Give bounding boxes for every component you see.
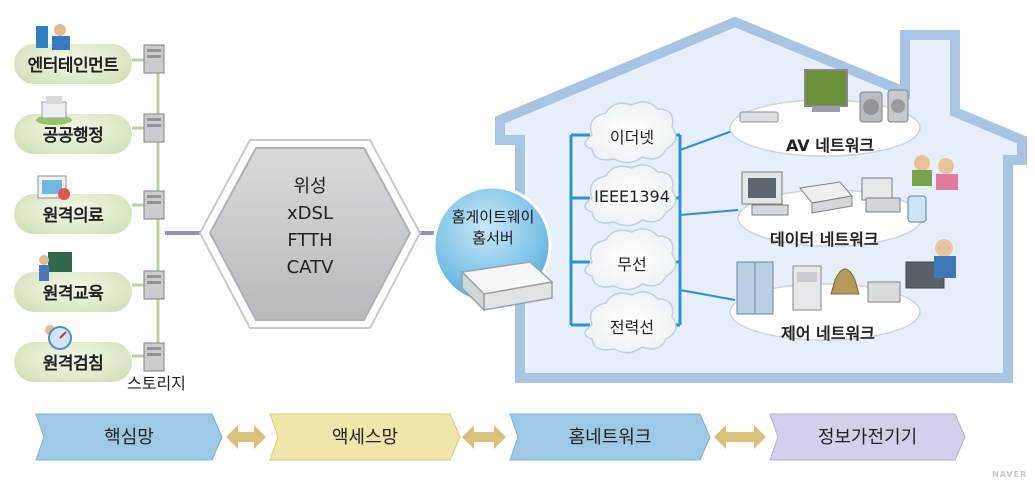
cloud-ethernet (584, 101, 677, 164)
service-label-entertainment: 엔터테인먼트 (27, 56, 119, 76)
teacher-blackboard-icon (34, 250, 74, 284)
storage-server-1 (143, 44, 165, 74)
access-hex-text: 위성 xDSL FTTH CATV (250, 173, 370, 281)
home-server-device (460, 261, 554, 312)
flow-arrow-homenet (509, 413, 711, 461)
storage-server-5 (143, 342, 165, 372)
double-arrow-1 (226, 425, 266, 449)
computer-printer-icon (741, 155, 958, 223)
storage-server-4 (143, 270, 165, 300)
network-label-data: 데이터 네트워크 (770, 230, 879, 249)
media-label-wireless: 무선 (617, 255, 647, 274)
service-pill-entertainment: 엔터테인먼트 (14, 24, 132, 84)
media-label-ethernet: 이더넷 (609, 128, 655, 147)
network-label-control: 제어 네트워크 (781, 324, 875, 343)
flow-label-homenet: 홈네트워크 (568, 427, 652, 448)
flow-item-access: 액세스망 (270, 412, 460, 460)
service-pill-public-admin: 공공행정 (14, 96, 132, 154)
cloud-ieee1394 (584, 164, 677, 227)
access-tech-xdsl: xDSL (287, 203, 333, 224)
service-pill-telemedicine: 원격의료 (14, 175, 132, 234)
cloud-wireless (584, 228, 677, 291)
gateway-text: 홈게이트웨이 홈서버 (438, 207, 548, 249)
network-label-av: AV 네트워크 (786, 136, 875, 155)
cloud-powerline (584, 291, 677, 354)
flow-item-appliance: 정보가전기기 (770, 412, 965, 460)
flow-arrow-access (269, 413, 461, 461)
home-server-label: 홈서버 (472, 229, 514, 247)
access-tech-satellite: 위성 (293, 176, 327, 197)
flow-arrow-core (35, 413, 223, 461)
storage-server-2 (143, 113, 165, 143)
service-label-distance-education: 원격교육 (42, 284, 104, 304)
medical-monitor-icon (34, 172, 74, 206)
government-building-icon (34, 92, 74, 126)
access-tech-catv: CATV (286, 257, 334, 278)
person-at-computer-icon (34, 22, 74, 56)
double-arrow-3 (714, 425, 766, 449)
access-tech-ftth: FTTH (287, 230, 333, 251)
gateway-label: 홈게이트웨이 (451, 208, 535, 226)
media-label-ieee1394: IEEE1394 (594, 187, 670, 206)
meter-gauge-icon (34, 320, 74, 354)
av-equipment-icon (739, 69, 909, 123)
service-label-remote-metering: 원격검침 (42, 354, 104, 374)
storage-label: 스토리지 (127, 374, 186, 393)
service-pill-remote-metering: 원격검침 (14, 325, 132, 382)
flow-item-homenet: 홈네트워크 (510, 412, 710, 460)
home-appliances-icon (736, 239, 956, 315)
flow-arrow-appliance (769, 413, 966, 461)
watermark: NAVER (992, 470, 1028, 479)
service-pill-distance-education: 원격교육 (14, 252, 132, 312)
flow-item-core: 핵심망 (36, 412, 222, 460)
service-label-telemedicine: 원격의료 (42, 206, 104, 226)
flow-label-access: 액세스망 (331, 427, 399, 448)
flow-label-appliance: 정보가전기기 (817, 427, 918, 448)
flow-label-core: 핵심망 (104, 427, 154, 448)
double-arrow-2 (462, 425, 506, 449)
media-label-powerline: 전력선 (609, 318, 655, 337)
service-label-public-admin: 공공행정 (42, 126, 104, 146)
storage-server-3 (143, 190, 165, 220)
